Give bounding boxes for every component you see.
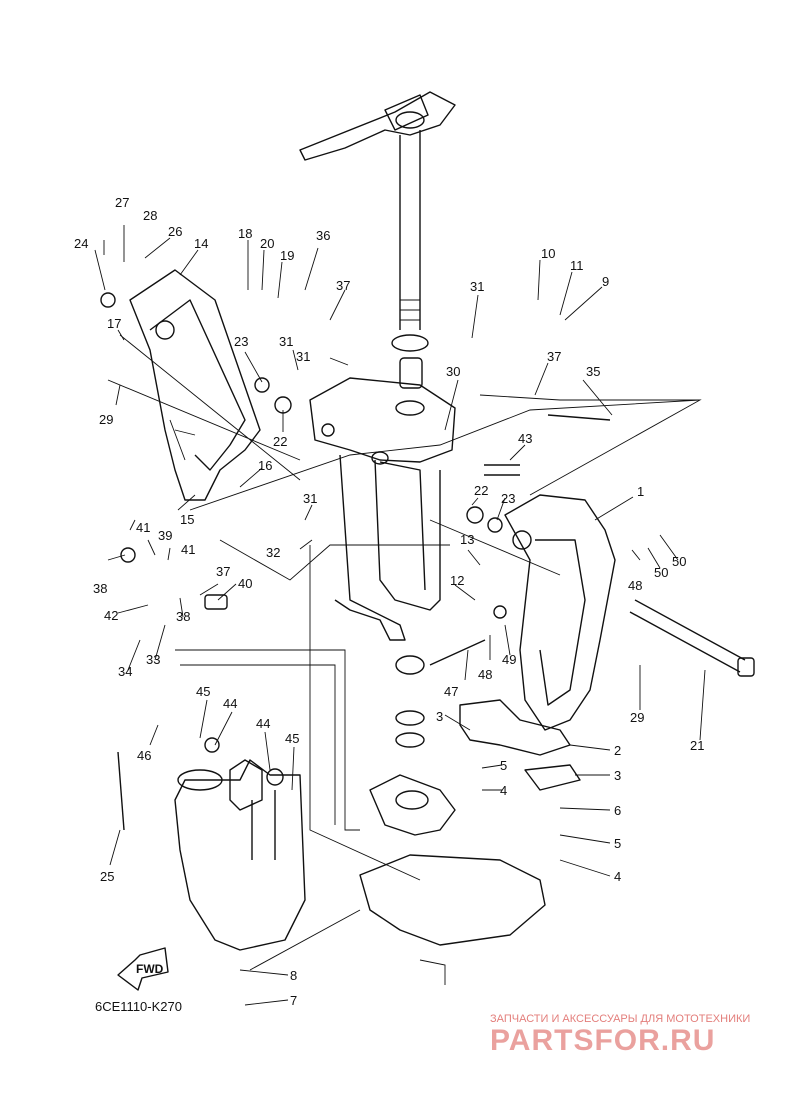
callout-45-b: 45	[285, 731, 299, 746]
callout-7: 7	[290, 993, 297, 1008]
callout-6: 6	[614, 803, 621, 818]
callout-37-c: 37	[547, 349, 561, 364]
callout-13: 13	[460, 532, 474, 547]
callout-50-b: 50	[672, 554, 686, 569]
callout-39: 39	[158, 528, 172, 543]
callout-16: 16	[258, 458, 272, 473]
callout-4-b: 4	[614, 869, 621, 884]
callout-25: 25	[100, 869, 114, 884]
callout-46: 46	[137, 748, 151, 763]
callout-31-d: 31	[470, 279, 484, 294]
watermark-brand: PARTSFOR.RU	[490, 1024, 715, 1057]
fwd-label: FWD	[136, 962, 164, 976]
callout-48: 48	[628, 578, 642, 593]
leader-lines	[94, 225, 706, 1006]
power-trim-tilt-unit	[174, 759, 306, 951]
callout-22: 22	[273, 434, 287, 449]
callout-38-b: 38	[176, 609, 190, 624]
callout-9: 9	[602, 274, 609, 289]
callout-31: 31	[279, 334, 293, 349]
callout-8: 8	[290, 968, 297, 983]
callout-24: 24	[74, 236, 88, 251]
callout-14: 14	[194, 236, 208, 251]
callout-12: 12	[450, 573, 464, 588]
callout-37: 37	[336, 278, 350, 293]
callout-23-b: 23	[501, 491, 515, 506]
callout-43: 43	[518, 431, 532, 446]
callout-19: 19	[280, 248, 294, 263]
callout-29: 29	[99, 412, 113, 427]
callout-31-b: 31	[296, 349, 310, 364]
callout-42: 42	[104, 608, 118, 623]
steering-bushings	[391, 334, 429, 416]
callout-28: 28	[143, 208, 157, 223]
cable-routing	[107, 334, 702, 985]
callout-45: 45	[196, 684, 210, 699]
callout-37-b: 37	[216, 564, 230, 579]
tilt-tube	[629, 599, 755, 677]
lower-mount-bracket	[359, 774, 546, 946]
callout-4: 4	[500, 783, 507, 798]
callout-44: 44	[223, 696, 237, 711]
callout-38: 38	[93, 581, 107, 596]
callout-34: 34	[118, 664, 132, 679]
diagram-code: 6CE1110-K270	[95, 999, 182, 1014]
callout-15: 15	[180, 512, 194, 527]
callout-47: 47	[444, 684, 458, 699]
callout-17: 17	[107, 316, 121, 331]
clamp-bracket-left	[129, 269, 261, 501]
callout-41: 41	[136, 520, 150, 535]
callout-22-b: 22	[474, 483, 488, 498]
callout-35: 35	[586, 364, 600, 379]
callout-23: 23	[234, 334, 248, 349]
callout-48-b: 48	[478, 667, 492, 682]
clamp-bracket-right	[504, 494, 616, 731]
callout-1: 1	[637, 484, 644, 499]
callout-44-b: 44	[256, 716, 270, 731]
callout-30: 30	[446, 364, 460, 379]
callout-11: 11	[570, 258, 584, 273]
callout-5-b: 5	[614, 836, 621, 851]
callout-10: 10	[541, 246, 555, 261]
callout-5: 5	[500, 758, 507, 773]
callout-3-b: 3	[614, 768, 621, 783]
callout-49: 49	[502, 652, 516, 667]
callout-29-b: 29	[630, 710, 644, 725]
fwd-arrow: FWD	[117, 947, 169, 991]
callout-41-b: 41	[181, 542, 195, 557]
fasteners	[100, 292, 611, 831]
callout-33: 33	[146, 652, 160, 667]
watermark-caption: ЗАПЧАСТИ И АКСЕССУАРЫ ДЛЯ МОТОТЕХНИКИ	[490, 1013, 750, 1025]
callout-50: 50	[654, 565, 668, 580]
callout-32: 32	[266, 545, 280, 560]
callout-26: 26	[168, 224, 182, 239]
callout-40: 40	[238, 576, 252, 591]
callout-36: 36	[316, 228, 330, 243]
callout-21: 21	[690, 738, 704, 753]
callout-3: 3	[436, 709, 443, 724]
steering-shaft	[299, 91, 456, 330]
callout-27: 27	[115, 195, 129, 210]
swivel-bracket	[309, 377, 456, 641]
callout-31-c: 31	[303, 491, 317, 506]
callout-labels: 27 28 26 24 14 18 20 19 36 37 17 23 31 3…	[74, 195, 704, 1008]
callout-18: 18	[238, 226, 252, 241]
mount-plates	[459, 699, 581, 791]
callout-2: 2	[614, 743, 621, 758]
callout-20: 20	[260, 236, 274, 251]
